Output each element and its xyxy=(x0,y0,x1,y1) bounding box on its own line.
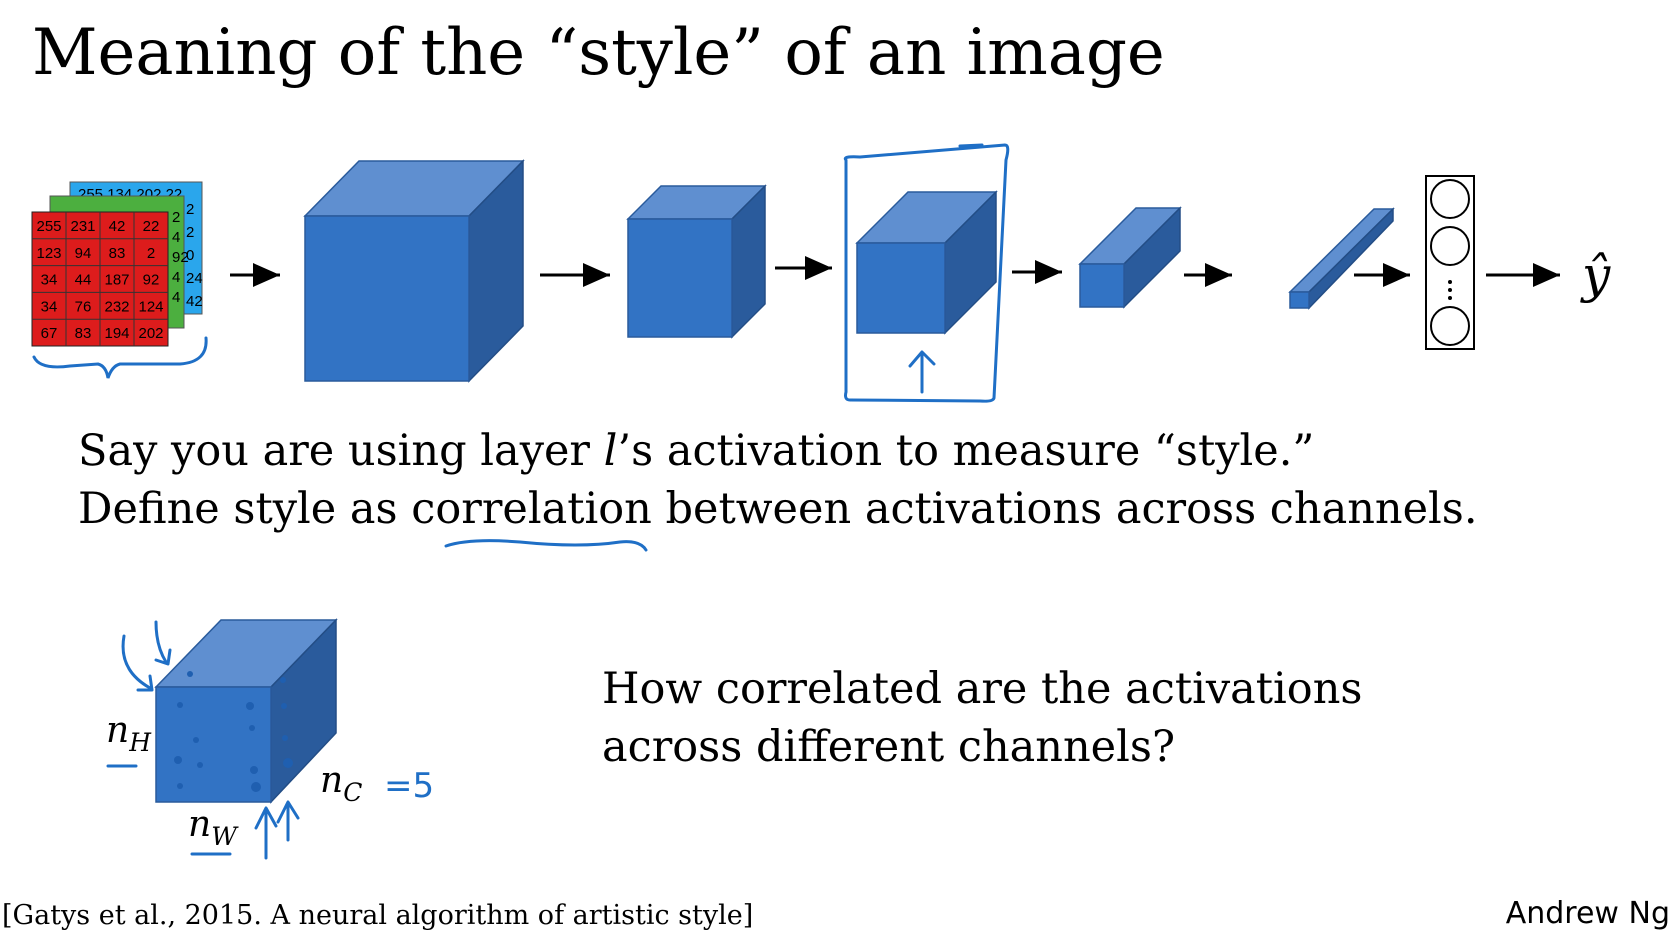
pixel-value: 2 xyxy=(147,245,155,262)
pixel-value: 83 xyxy=(109,245,126,262)
nh-label: nH xyxy=(106,710,152,757)
width-arrow-2 xyxy=(276,800,300,842)
pixel-value: 194 xyxy=(104,325,129,342)
input-brace xyxy=(32,336,208,379)
statement-line-1: Say you are using layer l’s activation t… xyxy=(78,426,1315,476)
nc-label: nC xyxy=(320,760,362,807)
correlation-word: correlation xyxy=(411,484,652,534)
author-credit: Andrew Ng xyxy=(1505,896,1670,931)
nc-value: =5 xyxy=(384,766,434,806)
blue-pixel-value: 42 xyxy=(186,293,203,310)
green-pixel-value: 92 xyxy=(172,249,189,266)
layer-variable: l xyxy=(603,426,618,476)
activation-volume xyxy=(154,618,338,804)
red-channel-grid: 255 231 42 22 123 94 83 2 34 44 187 92 34 76 232 124 67 8… xyxy=(31,211,169,347)
layer-volume-l xyxy=(855,190,998,335)
layer-volume-2 xyxy=(626,184,767,339)
pixel-value: 123 xyxy=(36,245,61,262)
blue-pixel-value: 0 xyxy=(186,247,194,264)
green-pixel-value: 2 xyxy=(172,209,180,226)
nw-label: nW xyxy=(188,804,239,851)
pixel-value: 187 xyxy=(104,272,129,289)
green-pixel-value: 4 xyxy=(172,269,180,286)
pixel-value: 202 xyxy=(138,325,163,342)
style-definition: Say you are using layer l’s activation t… xyxy=(78,422,1478,538)
green-pixel-value: 4 xyxy=(172,229,180,246)
layer-volume-5 xyxy=(1288,207,1395,310)
layer-volume-1 xyxy=(303,159,525,383)
pixel-value: 44 xyxy=(75,272,92,289)
pixel-value: 34 xyxy=(41,298,58,315)
pixel-value: 67 xyxy=(41,325,58,342)
pixel-value: 232 xyxy=(104,298,129,315)
blue-pixel-value: 2 xyxy=(186,224,194,241)
correlation-underline xyxy=(444,539,648,552)
pixel-value: 92 xyxy=(143,272,160,289)
layer-pointer-arrow xyxy=(908,350,936,394)
height-arrow-1 xyxy=(121,634,154,692)
pixel-value: 83 xyxy=(75,325,92,342)
correlation-question: How correlated are the activations acros… xyxy=(602,664,1363,772)
pixel-value: 255 xyxy=(36,218,61,235)
pixel-value: 231 xyxy=(70,218,95,235)
layer-volume-4 xyxy=(1078,206,1182,309)
output-units xyxy=(1425,175,1475,350)
highlight-box-tick xyxy=(958,143,984,148)
channel-dots xyxy=(174,671,293,792)
pixel-value: 94 xyxy=(75,245,92,262)
pixel-value: 76 xyxy=(75,298,92,315)
pixel-value: 34 xyxy=(41,272,58,289)
slide-title: Meaning of the “style” of an image xyxy=(32,16,1165,90)
pixel-value: 42 xyxy=(109,218,126,235)
blue-pixel-value: 2 xyxy=(186,201,194,218)
blue-pixel-value: 24 xyxy=(186,270,203,287)
width-arrow-1 xyxy=(254,806,278,860)
height-arrow-2 xyxy=(154,620,172,666)
statement-line-2: Define style as correlation between acti… xyxy=(78,484,1478,534)
pixel-value: 124 xyxy=(138,298,163,315)
citation: [Gatys et al., 2015. A neural algorithm … xyxy=(2,900,754,931)
pixel-value: 22 xyxy=(143,218,160,235)
layer-highlight-box xyxy=(843,143,1010,403)
output-label: ŷ xyxy=(1580,246,1611,304)
green-pixel-value: 4 xyxy=(172,289,180,306)
